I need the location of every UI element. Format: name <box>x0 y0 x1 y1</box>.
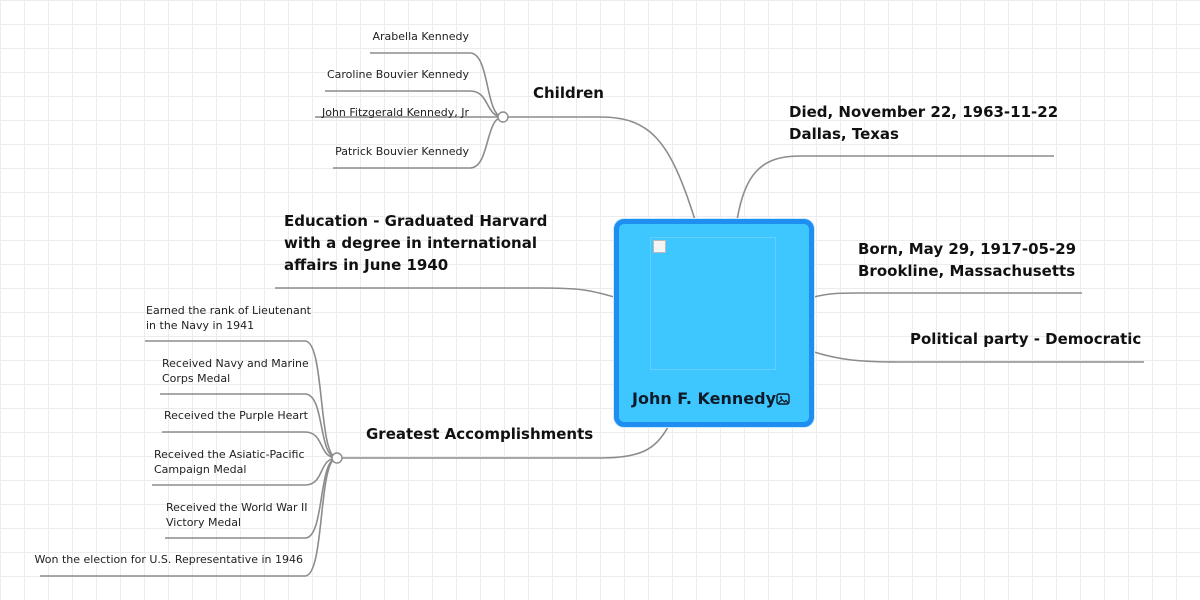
accomplishment-line: in the Navy in 1941 <box>146 319 255 332</box>
topic-born[interactable]: Born, May 29, 1917-05-29 Brookline, Mass… <box>858 238 1076 282</box>
accomplishment-line: Received Navy and Marine <box>162 357 309 370</box>
accomplishment-line: Received the World War II <box>166 501 308 514</box>
link-center-died <box>736 155 1054 221</box>
child-item[interactable]: Caroline Bouvier Kennedy <box>326 68 469 81</box>
children-collapse-knob <box>497 111 509 123</box>
accomplishment-line: Earned the rank of Lieutenant <box>146 304 311 317</box>
topic-greatest-accomplishments[interactable]: Greatest Accomplishments <box>366 425 594 443</box>
link-acc-1 <box>145 340 338 459</box>
died-line: Dallas, Texas <box>789 125 899 143</box>
accomplishment-item[interactable]: Won the election for U.S. Representative… <box>35 552 303 567</box>
education-line: with a degree in international <box>284 234 537 252</box>
child-item[interactable]: John Fitzgerald Kennedy, Jr <box>321 106 469 119</box>
link-center-party <box>813 351 1144 363</box>
accomplishment-line: Received the Purple Heart <box>164 409 308 422</box>
born-line: Born, May 29, 1917-05-29 <box>858 240 1077 258</box>
accomplishment-item[interactable]: Earned the rank of Lieutenant in the Nav… <box>146 303 311 333</box>
topic-education[interactable]: Education - Graduated Harvard with a deg… <box>284 210 547 276</box>
link-acc-2 <box>160 393 338 459</box>
education-line: affairs in June 1940 <box>284 256 449 274</box>
link-children-patrick <box>333 116 504 169</box>
born-line: Brookline, Massachusetts <box>858 262 1076 280</box>
link-center-children <box>503 116 696 221</box>
link-center-education <box>275 287 615 298</box>
accomplishment-item[interactable]: Received the Asiatic-Pacific Campaign Me… <box>154 447 305 477</box>
topic-children[interactable]: Children <box>533 84 604 102</box>
topic-died[interactable]: Died, November 22, 1963-11-22 Dallas, Te… <box>789 101 1058 145</box>
child-item[interactable]: Patrick Bouvier Kennedy <box>335 145 469 158</box>
accomplishment-line: Corps Medal <box>162 372 231 385</box>
accomplishment-line: Campaign Medal <box>154 463 247 476</box>
education-line: Education - Graduated Harvard <box>284 212 548 230</box>
central-topic-title: John F. Kennedy <box>632 389 777 408</box>
broken-image-icon <box>653 240 666 253</box>
accomplishment-line: Victory Medal <box>166 516 241 529</box>
link-center-accomplishments <box>337 426 669 459</box>
died-line: Died, November 22, 1963-11-22 <box>789 103 1059 121</box>
accomplishment-item[interactable]: Received Navy and Marine Corps Medal <box>162 356 309 386</box>
accomplishment-line: Won the election for U.S. Representative… <box>34 553 303 566</box>
accomplishment-line: Received the Asiatic-Pacific <box>154 448 305 461</box>
child-item[interactable]: Arabella Kennedy <box>372 30 469 43</box>
central-topic[interactable]: John F. Kennedy <box>614 219 814 427</box>
accomplishment-item[interactable]: Received the World War II Victory Medal <box>166 500 308 530</box>
accomplishment-item[interactable]: Received the Purple Heart <box>164 408 308 423</box>
accomplishments-collapse-knob <box>331 452 343 464</box>
link-acc-6 <box>40 457 338 577</box>
link-children-arabella <box>370 52 504 118</box>
image-icon[interactable] <box>775 391 791 407</box>
link-center-born <box>813 292 1082 298</box>
topic-political-party[interactable]: Political party - Democratic <box>910 330 1142 348</box>
portrait-image <box>650 237 776 370</box>
